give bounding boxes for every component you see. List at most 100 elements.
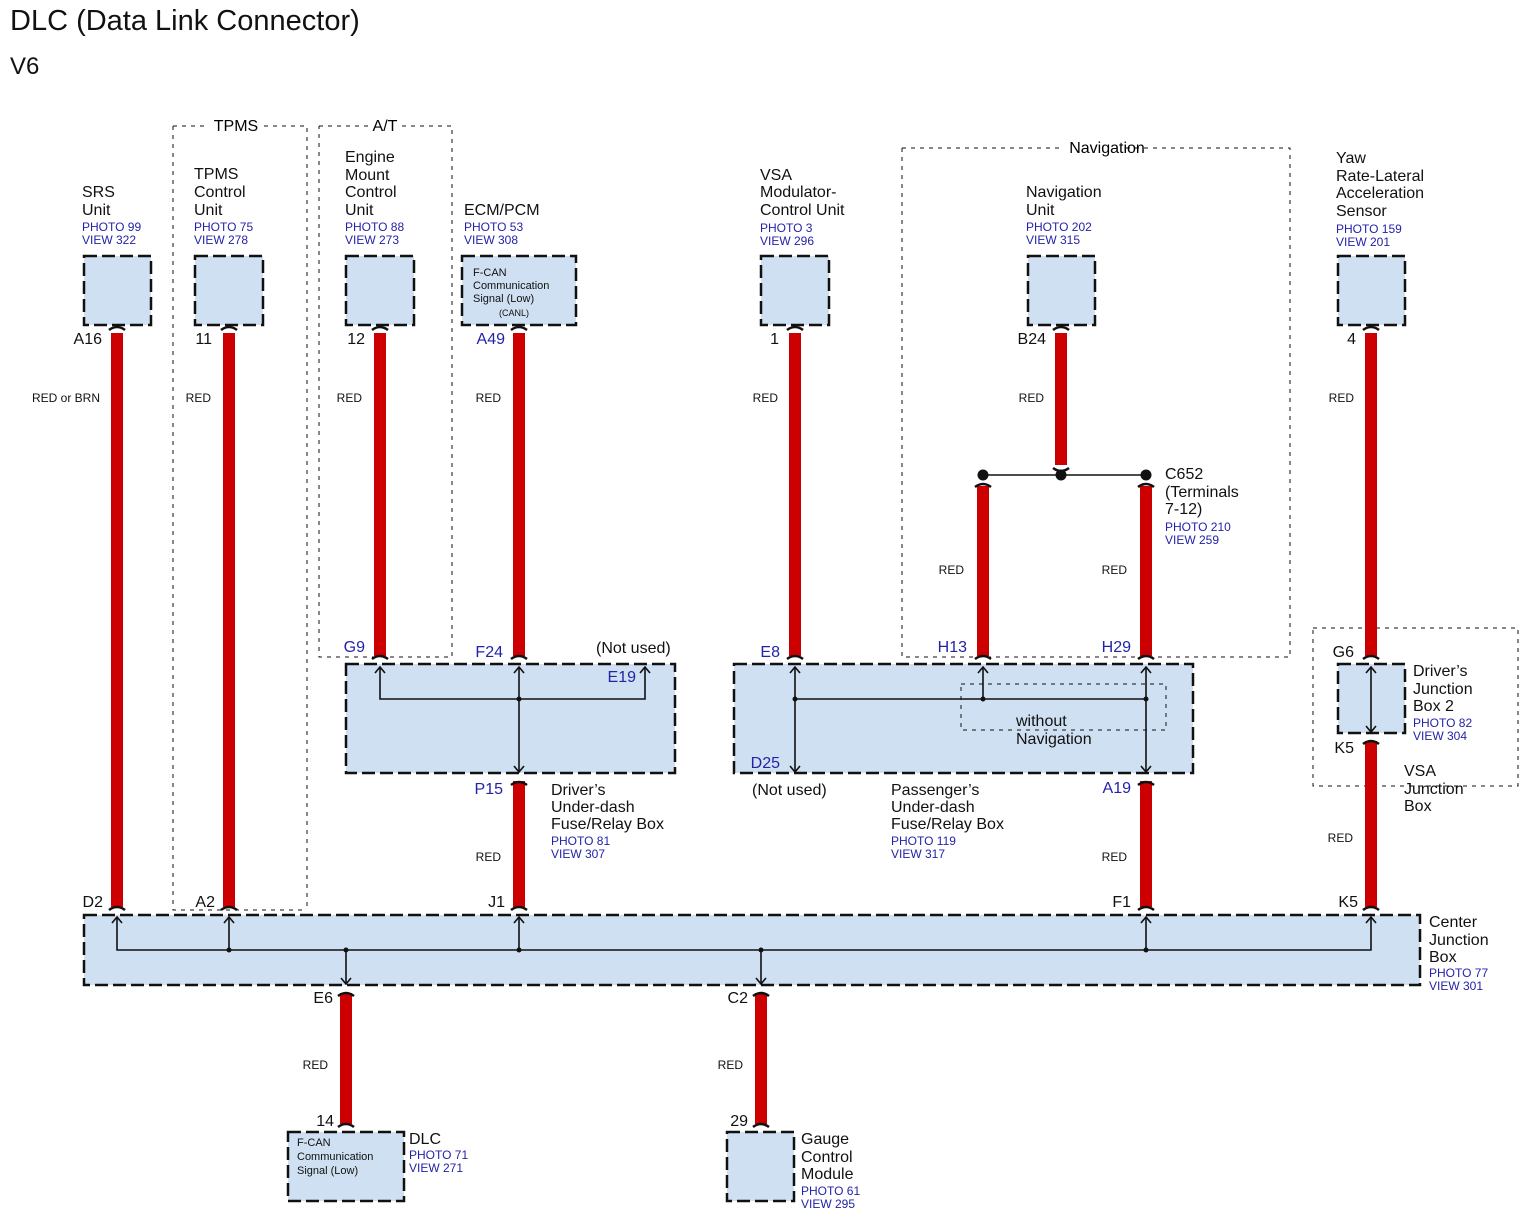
at-group-outline [318,125,453,658]
wire-color-engine-mount: RED [337,391,363,405]
navigation-unit-box[interactable] [1026,254,1097,327]
without-navigation-outline-top [960,683,1167,731]
pin-g9: G9 [344,639,365,656]
pin-a2: A2 [195,894,215,911]
yaw-rate-sensor-box[interactable] [1336,254,1407,327]
group-label-navigation: Navigation [1069,140,1145,157]
ecm-pcm-box[interactable] [460,254,578,327]
splice-point [1140,469,1152,481]
pin-4: 4 [1347,331,1356,348]
passengers-fuse-box[interactable] [732,662,1195,775]
pin-a49: A49 [477,331,506,348]
pin-p15: P15 [475,781,504,798]
pin-f24: F24 [475,644,503,661]
ecm-pcm-label: ECM/PCM [464,202,540,219]
pin-1: 1 [770,331,779,348]
pin-11: 11 [195,331,212,348]
drivers-fuse-not-used: (Not used) [596,640,671,657]
engine-mount-unit-box[interactable] [344,254,416,327]
wire-color-tpms: RED [186,391,212,405]
wire-color-srs: RED or BRN [32,391,100,405]
pin-b24: B24 [1018,331,1047,348]
pin-d25: D25 [751,755,780,772]
pin-29: 29 [730,1113,748,1130]
splice-point [1055,469,1067,481]
wires [111,333,1377,1124]
group-label-tpms: TPMS [214,118,258,135]
pin-a16: A16 [74,331,103,348]
pin-e8: E8 [760,644,780,661]
vsa-junction-box-outline [1312,627,1519,787]
page-title: DLC (Data Link Connector) [10,5,360,37]
wire-color-nav: RED [1019,391,1045,405]
passengers-fuse-not-used: (Not used) [752,782,827,799]
wire-color-e6: RED [303,1058,329,1072]
pin-g6: G6 [1333,644,1354,661]
page-subtitle: V6 [10,53,39,80]
pin-e6: E6 [313,990,333,1007]
wire-color-c2: RED [718,1058,744,1072]
tpms-unit-box[interactable] [193,254,265,327]
splice-dots [226,469,1152,953]
wire-color-vsa: RED [753,391,779,405]
splice-point [977,469,989,481]
pin-12: 12 [347,331,365,348]
pin-c2: C2 [728,990,749,1007]
pin-e19: E19 [608,669,637,686]
srs-unit-box[interactable] [82,254,153,327]
tpms-group-outline [172,125,308,911]
pin-h13: H13 [938,639,967,656]
navigation-group-outline [901,147,1291,658]
dlc-box[interactable] [286,1130,406,1203]
drivers-fuse-box[interactable] [344,662,677,775]
wire-color-ecm: RED [476,391,502,405]
wire-color-k5: RED [1328,831,1354,845]
pin-14: 14 [316,1113,334,1130]
wire-color-a19: RED [1102,850,1128,864]
vsa-modulator-box[interactable] [759,254,831,327]
gauge-control-module-box[interactable] [725,1130,796,1203]
pin-k5-djb2: K5 [1334,740,1354,757]
internal-circuits [111,474,1377,986]
wire-color-h13: RED [939,563,965,577]
pin-a19: A19 [1103,780,1132,797]
pin-d2: D2 [83,894,104,911]
wire-color-p15: RED [476,850,502,864]
pin-h29: H29 [1102,639,1131,656]
wire-color-h29: RED [1102,563,1128,577]
pin-j1: J1 [488,894,505,911]
wire-color-yaw: RED [1329,391,1355,405]
dlc-label: DLC [409,1131,441,1148]
group-label-at: A/T [373,118,398,135]
pin-f1: F1 [1112,894,1131,911]
